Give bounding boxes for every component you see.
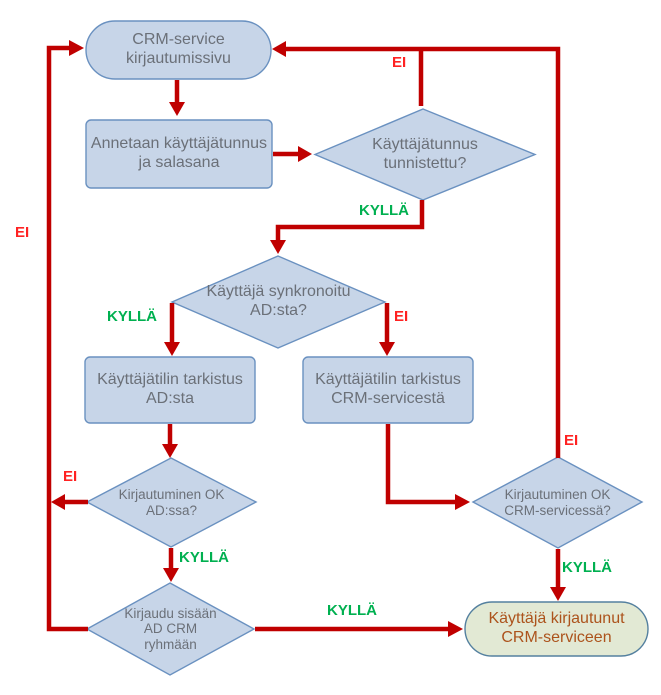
edge-credentials-to-recognized-arrowhead [298, 146, 312, 162]
node-account-check-ad: Käyttäjätilin tarkistus AD:sta [97, 371, 243, 407]
edge-label-ei-login-ok-crm: EI [564, 432, 579, 449]
node-login-ok-crm: Kirjautuminen OK CRM-servicessä? [504, 486, 611, 518]
edge-label-kylla-user-synced: KYLLÄ [107, 308, 157, 325]
edge-label-ei-login-ok-ad: EI [63, 468, 78, 485]
node-enter-credentials-shape [85, 119, 273, 189]
edge-label-kylla-username-recognized: KYLLÄ [359, 202, 409, 219]
edge-left-loop-arrowhead [69, 40, 84, 56]
node-login-ad-crm-group-shape [85, 582, 256, 676]
connectors [46, 40, 566, 637]
edge-label-kylla-login-ok-crm: KYLLÄ [562, 559, 612, 576]
edge-recognized-kylla-line [275, 200, 425, 241]
edge-synced-kylla-arrowhead [164, 342, 180, 356]
edge-login-page-to-credentials-arrowhead [169, 102, 185, 116]
edge-label-ei-user-synced: EI [394, 308, 409, 325]
node-user-synced-from-ad: Käyttäjä synkronoitu AD:sta? [206, 283, 351, 319]
edge-recognized-kylla-arrowhead [270, 240, 286, 254]
edge-synced-ei-arrowhead [379, 342, 395, 356]
node-crm-login-page-shape [85, 20, 272, 80]
node-account-check-crm: Käyttäjätilin tarkistus CRM-servicestä [315, 371, 461, 407]
node-account-check-ad-shape [84, 356, 256, 424]
node-login-ok-ad-shape [85, 457, 258, 548]
node-username-recognized: Käyttäjätunnus tunnistettu? [372, 135, 478, 172]
node-logged-in: Käyttäjä kirjautunut CRM-serviceen [488, 610, 625, 646]
node-crm-login-page: CRM-service kirjautumissivu [126, 31, 231, 67]
edge-left-loop-line [46, 45, 88, 632]
node-enter-credentials: Annetaan käyttäjätunnus ja salasana [90, 135, 268, 171]
edge-label-ei-username-recognized: EI [392, 54, 407, 71]
node-login-ad-crm-group: Kirjaudu sisään AD CRM ryhmään [124, 605, 217, 652]
node-shapes [84, 20, 649, 676]
node-login-ok-ad: Kirjautuminen OK AD:ssa? [118, 486, 225, 518]
edge-check-ad-to-login-ok-arrowhead [162, 444, 178, 458]
edge-check-crm-to-login-ok-line [385, 424, 456, 505]
edge-login-ok-crm-kylla-arrowhead [550, 587, 566, 601]
edge-check-crm-to-login-ok-arrowhead [455, 494, 470, 510]
node-account-check-crm-shape [302, 356, 474, 424]
edge-right-loop-line [285, 46, 561, 458]
edge-login-ok-ad-kylla-arrowhead [163, 568, 179, 582]
edge-right-loop-arrowhead [272, 41, 286, 57]
node-logged-in-shape [464, 601, 649, 657]
edge-group-kylla-arrowhead [448, 621, 463, 637]
edge-login-ok-ad-ei-arrowhead [51, 494, 65, 510]
edge-label-ei-left-loop: EI [15, 224, 30, 241]
node-login-ok-crm-shape [471, 456, 644, 549]
node-user-synced-from-ad-shape [170, 255, 387, 349]
edge-label-kylla-login-ok-ad: KYLLÄ [179, 549, 229, 566]
edge-label-kylla-ad-crm-group: KYLLÄ [327, 602, 377, 619]
